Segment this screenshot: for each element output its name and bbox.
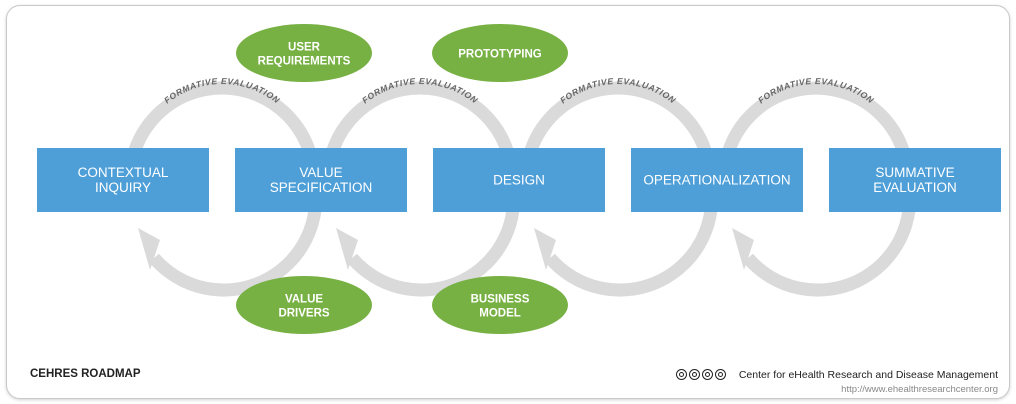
- upper-cycle-arc: [519, 81, 717, 181]
- oval-shape: [236, 24, 372, 82]
- oval-shape: [432, 276, 568, 334]
- phase-box-shape: [433, 148, 605, 212]
- upper-cycle-arc: [123, 81, 321, 181]
- cycle-arrowhead: [336, 228, 358, 270]
- oval-shape: [432, 24, 568, 82]
- upper-cycle-arc: [717, 81, 915, 181]
- lower-cycle-arc: [149, 178, 323, 297]
- credits: Center for eHealth Research and Disease …: [674, 366, 998, 395]
- lower-cycle-arc: [347, 178, 521, 297]
- organization-name: Center for eHealth Research and Disease …: [738, 369, 998, 381]
- creative-commons-icon: [674, 366, 727, 384]
- phase-box-shape: [235, 148, 407, 212]
- phase-box: DESIGN: [433, 148, 605, 212]
- lower-cycle-arc: [545, 178, 719, 297]
- phase-box: OPERATIONALIZATION: [631, 148, 803, 212]
- organization-url: http://www.ehealthresearchcenter.org: [841, 384, 998, 396]
- activity-oval-top: PROTOTYPING: [432, 24, 568, 82]
- phase-box-label: OPERATIONALIZATION: [643, 173, 790, 188]
- cycle-arrowhead: [138, 228, 160, 270]
- oval-shape: [236, 276, 372, 334]
- lower-cycle-arc: [743, 178, 917, 297]
- cycle-arrowhead: [534, 228, 556, 270]
- phase-box-shape: [631, 148, 803, 212]
- roadmap-title: CEHRES ROADMAP: [30, 368, 141, 380]
- phase-box-label: DESIGN: [493, 173, 545, 188]
- oval-label: PROTOTYPING: [458, 49, 542, 61]
- phase-box-shape: [829, 148, 1001, 212]
- phase-box-shape: [37, 148, 209, 212]
- cycle-arrowhead: [732, 228, 754, 270]
- upper-cycle-arc: [321, 81, 519, 181]
